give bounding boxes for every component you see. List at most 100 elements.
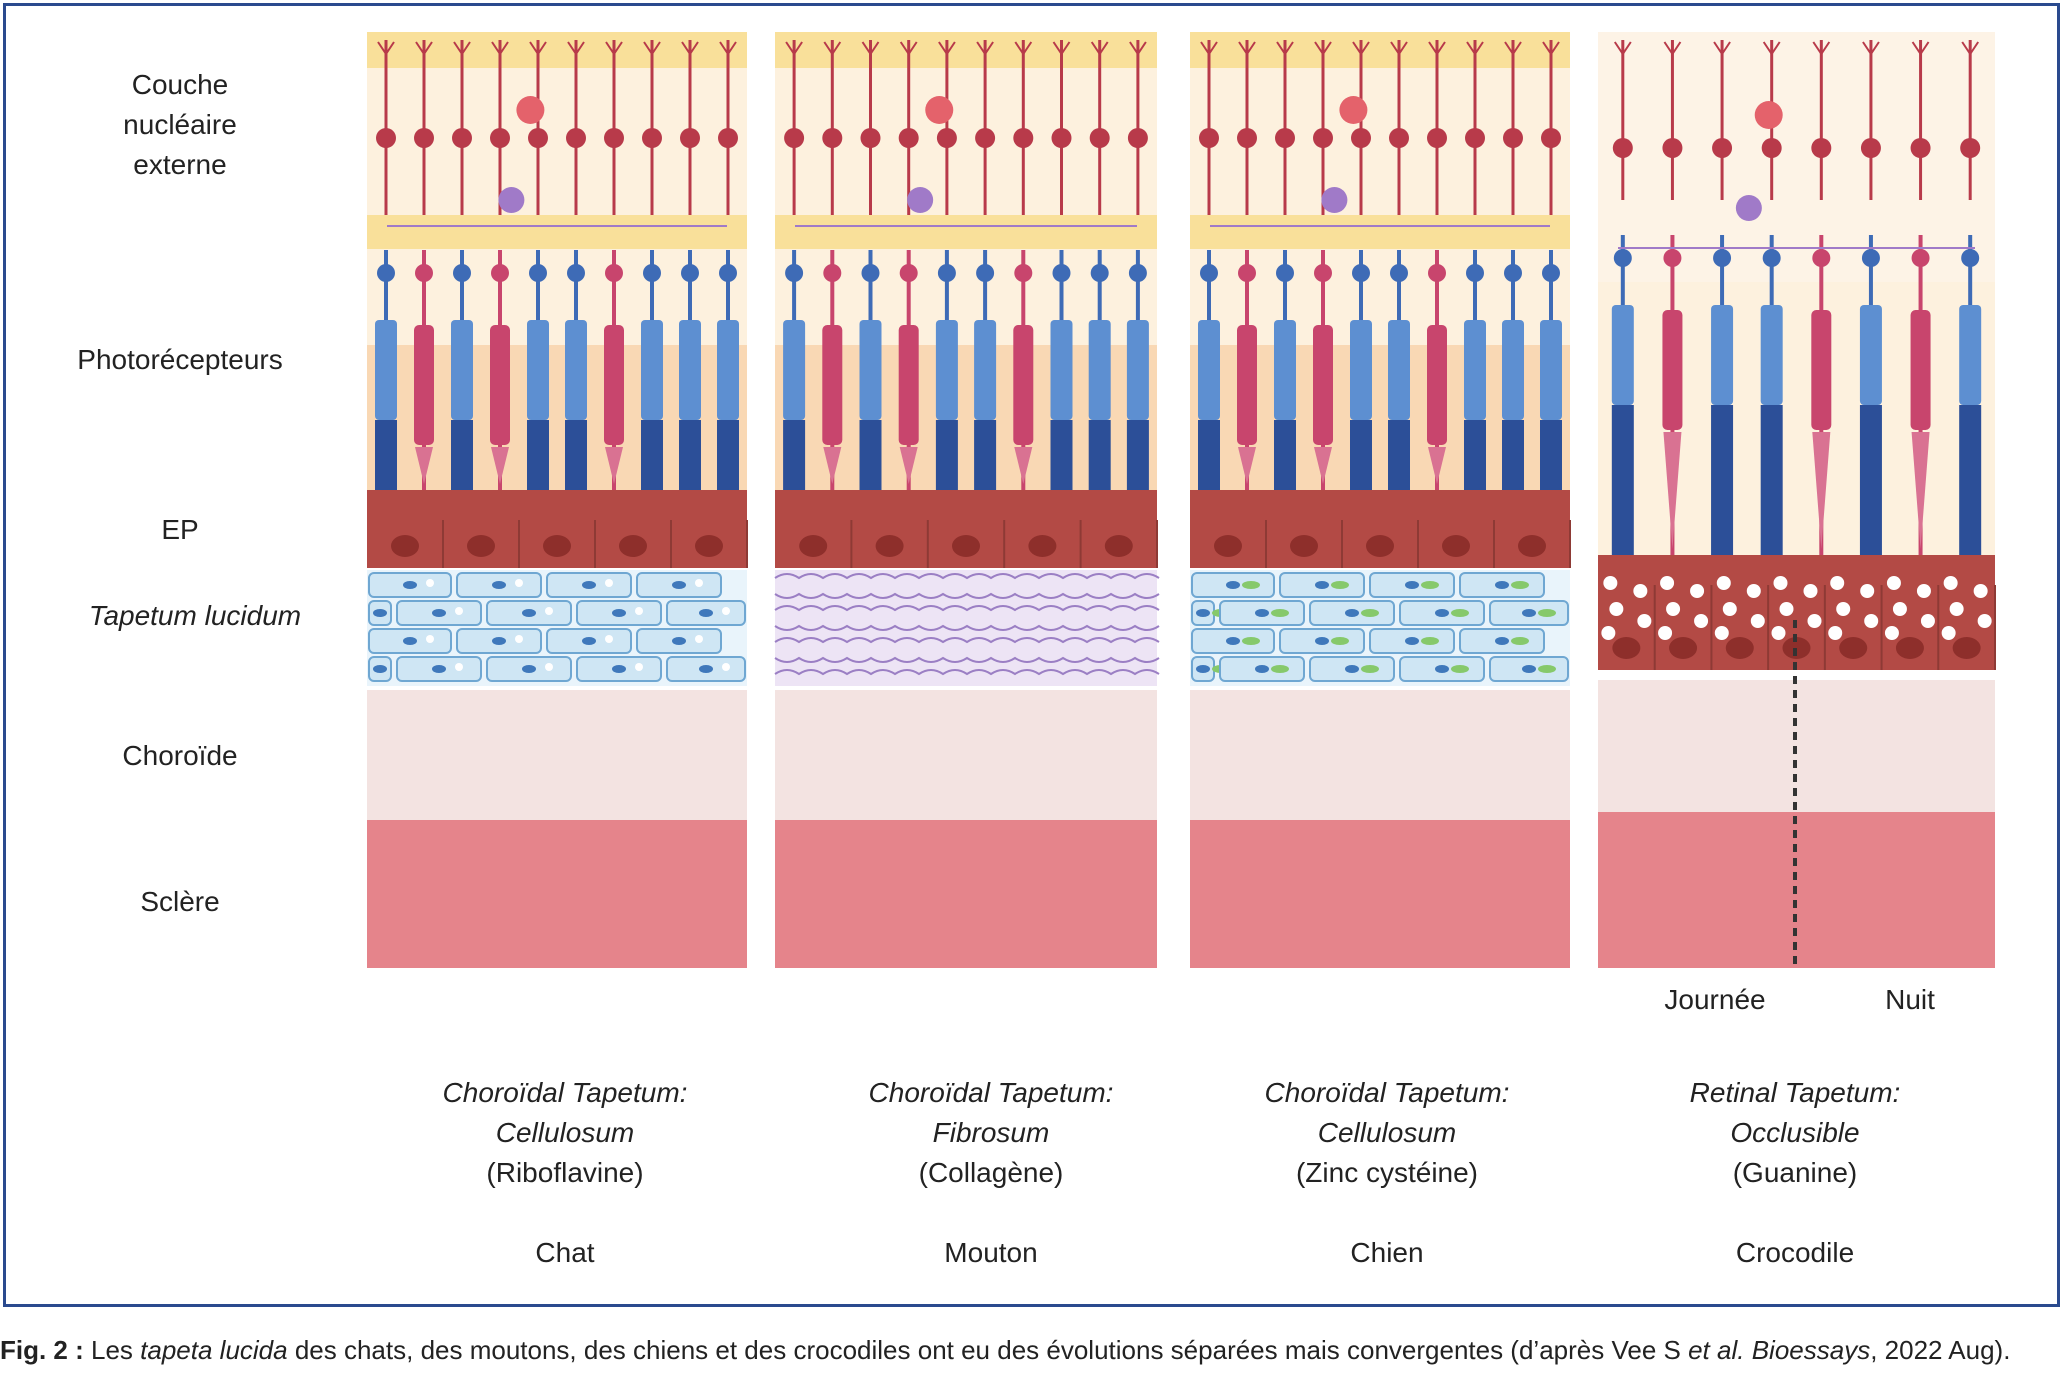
- rod-inner-segment: [527, 320, 549, 420]
- row-label-outer-nuclear: Couche nucléaire externe: [60, 65, 300, 185]
- cone-nucleus: [823, 264, 842, 282]
- sclera-layer: [775, 820, 1157, 968]
- tapetum-background: [775, 570, 1157, 686]
- outer-limiting-band: [775, 32, 1157, 68]
- rod-inner-segment: [1540, 320, 1562, 420]
- rod-nucleus: [1466, 264, 1484, 282]
- outer-plexiform-band: [775, 215, 1157, 249]
- amacrine-cell: [1321, 187, 1348, 213]
- retina-diagram: [367, 32, 1996, 968]
- choroid-layer: [775, 690, 1157, 820]
- caption-text-1: Les: [83, 1335, 141, 1365]
- guanine-crystal: [1633, 584, 1648, 598]
- rod-nucleus: [681, 264, 699, 282]
- rpe-nucleus: [391, 535, 419, 557]
- dendrite-branch: [785, 41, 803, 56]
- zinc-granule: [1361, 609, 1379, 617]
- choroid-layer: [1190, 690, 1570, 820]
- bipolar-cell-body: [898, 128, 919, 148]
- bipolar-cell-body: [975, 128, 996, 148]
- tapetum-nucleus: [522, 609, 536, 617]
- zinc-granule: [1271, 665, 1289, 673]
- guanine-crystal: [1601, 626, 1616, 640]
- dendrite-branch: [1663, 41, 1682, 56]
- rod-outer-segment: [783, 420, 806, 490]
- animal-name: Chien: [1350, 1237, 1424, 1268]
- riboflavin-crystal: [515, 635, 523, 643]
- column-desc-cat: Choroïdal Tapetum: Cellulosum (Riboflavi…: [380, 1073, 750, 1273]
- tapetum-nucleus: [1226, 581, 1240, 589]
- cone-inner-segment: [1313, 325, 1333, 445]
- cone-inner-segment: [1237, 325, 1257, 445]
- rod-nucleus: [1713, 249, 1732, 267]
- tapetum-type-line1: Choroïdal Tapetum:: [868, 1077, 1114, 1108]
- dendrite-branch: [1911, 41, 1930, 56]
- tapetum-nucleus: [582, 637, 596, 645]
- dendrite-branch: [1713, 41, 1731, 56]
- bipolar-cell-body: [1465, 128, 1485, 148]
- tapetum-nucleus: [1196, 665, 1210, 673]
- panel-sheep: [774, 32, 1160, 968]
- rod-outer-segment: [1088, 420, 1111, 490]
- cone-outer-segment: [1812, 432, 1831, 549]
- tapetum-type-line1: Retinal Tapetum:: [1689, 1077, 1901, 1108]
- horizontal-cell: [1754, 101, 1783, 129]
- cone-nucleus: [1428, 264, 1446, 282]
- row-label-outer-nuclear-line1: Couche: [131, 69, 229, 100]
- rpe-nucleus: [1290, 535, 1318, 557]
- rod-inner-segment: [783, 320, 806, 420]
- bipolar-cell-body: [680, 128, 700, 148]
- cone-outer-segment: [491, 447, 509, 484]
- riboflavin-crystal: [635, 663, 643, 671]
- rpe-nucleus: [619, 535, 647, 557]
- guanine-crystal: [1949, 602, 1964, 616]
- rpe-nucleus: [695, 535, 723, 557]
- cone-inner-segment: [1013, 325, 1034, 445]
- bipolar-cell-body: [1860, 138, 1881, 158]
- cone-outer-segment: [1238, 447, 1256, 484]
- tapetum-type-line2: Cellulosum: [1317, 1117, 1457, 1148]
- bipolar-cell-body: [604, 128, 624, 148]
- rod-nucleus: [1613, 249, 1632, 267]
- amacrine-cell: [498, 187, 525, 213]
- dendrite-branch: [453, 41, 471, 56]
- tapetum-nucleus: [1196, 609, 1210, 617]
- bipolar-cell-body: [1313, 128, 1333, 148]
- caption-text-3: des chats, des moutons, des chiens et de…: [287, 1335, 1689, 1365]
- horizontal-cell: [925, 96, 954, 124]
- dendrite-branch: [938, 41, 956, 56]
- rod-inner-segment: [641, 320, 663, 420]
- cone-outer-segment: [1663, 432, 1682, 549]
- tapetum-material: (Collagène): [918, 1157, 1064, 1188]
- choroid-layer: [367, 690, 747, 820]
- tapetum-nucleus: [403, 581, 417, 589]
- rod-inner-segment: [935, 320, 958, 420]
- tapetum-nucleus: [582, 581, 596, 589]
- guanine-crystal: [1779, 602, 1794, 616]
- dendrite-branch: [681, 41, 699, 56]
- tapetum-nucleus: [432, 609, 446, 617]
- guanine-crystal: [1920, 614, 1935, 628]
- guanine-crystal: [1658, 626, 1673, 640]
- guanine-crystal: [1886, 576, 1901, 590]
- guanine-crystal: [1807, 614, 1822, 628]
- zinc-granule: [1451, 609, 1469, 617]
- rod-nucleus: [861, 264, 880, 282]
- rod-inner-segment: [974, 320, 997, 420]
- sclera-layer: [367, 820, 747, 968]
- bipolar-cell-body: [1811, 138, 1832, 158]
- row-label-tapetum: Tapetum lucidum: [88, 600, 302, 631]
- dendrite-branch: [1390, 41, 1408, 56]
- tapetum-nucleus: [1255, 665, 1269, 673]
- dendrite-branch: [1129, 41, 1147, 56]
- bipolar-cell-body: [1351, 128, 1371, 148]
- rod-outer-segment: [1859, 405, 1882, 555]
- bipolar-cell-body: [1761, 138, 1782, 158]
- riboflavin-crystal: [722, 663, 730, 671]
- cone-nucleus: [899, 264, 918, 282]
- cone-inner-segment: [1427, 325, 1447, 445]
- crocodile-day-label: Journée: [1664, 984, 1766, 1015]
- guanine-crystal: [1864, 614, 1879, 628]
- rod-nucleus: [1200, 264, 1218, 282]
- riboflavin-crystal: [605, 579, 613, 587]
